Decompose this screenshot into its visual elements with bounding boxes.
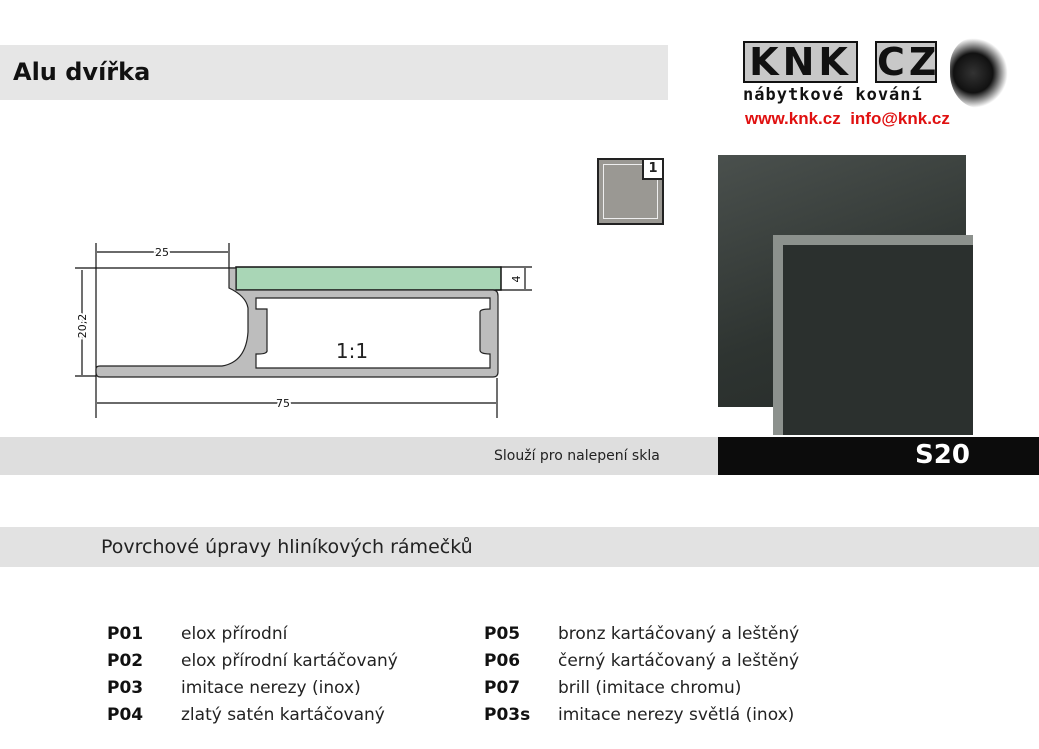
finish-code: P06: [484, 651, 521, 671]
dim-top: 25: [155, 246, 169, 259]
logo-cz-mark: CZ: [875, 40, 941, 84]
finish-item: P02 elox přírodní kartáčovaný: [107, 651, 398, 671]
finish-name: černý kartáčovaný a leštěný: [558, 651, 800, 671]
photo-frame-detail: [773, 235, 973, 435]
glass-panel: [235, 266, 502, 291]
email-link[interactable]: info@knk.cz: [850, 109, 950, 128]
title-band: [0, 45, 668, 100]
knk-logo[interactable]: KNK CZ nábytkové kování www.knk.cz info@…: [735, 33, 1013, 135]
dim-width: 75: [276, 397, 290, 410]
finish-item: P03s imitace nerezy světlá (inox): [484, 705, 794, 725]
product-caption: Slouží pro nalepení skla: [494, 448, 660, 464]
finish-name: brill (imitace chromu): [558, 678, 742, 698]
product-band: [0, 437, 718, 475]
finish-item: P05 bronz kartáčovaný a leštěný: [484, 624, 799, 644]
profile-diagram: 25 20,2 4 75 1:1: [74, 243, 532, 418]
finishes-band: [0, 527, 1039, 567]
finish-name: bronz kartáčovaný a leštěný: [558, 624, 800, 644]
dim-glass: 4: [510, 276, 523, 283]
product-photo: [718, 155, 973, 435]
dim-height: 20,2: [76, 314, 89, 339]
aluminium-profile: [95, 267, 499, 378]
swatch-number: 1: [642, 160, 662, 180]
logo-contact: www.knk.cz info@knk.cz: [745, 109, 950, 129]
logo-knk-mark: KNK: [743, 41, 858, 83]
website-link[interactable]: www.knk.cz: [745, 109, 841, 128]
finish-name: zlatý satén kartáčovaný: [181, 705, 385, 725]
finish-item: P01 elox přírodní: [107, 624, 287, 644]
logo-subtitle: nábytkové kování: [743, 85, 923, 105]
finish-code: P04: [107, 705, 144, 725]
product-code-band: [718, 437, 1039, 475]
page-title: Alu dvířka: [13, 58, 151, 86]
product-code: S20: [915, 440, 970, 470]
swatch-inner: [603, 164, 658, 219]
finish-code: P01: [107, 624, 144, 644]
finish-name: elox přírodní: [181, 624, 288, 644]
finish-item: P06 černý kartáčovaný a leštěný: [484, 651, 799, 671]
finish-item: P04 zlatý satén kartáčovaný: [107, 705, 385, 725]
finish-code: P03s: [484, 705, 531, 725]
finish-name: imitace nerezy světlá (inox): [558, 705, 795, 725]
finish-code: P05: [484, 624, 521, 644]
finishes-title: Povrchové úpravy hliníkových rámečků: [101, 536, 473, 558]
finish-code: P03: [107, 678, 144, 698]
finish-name: elox přírodní kartáčovaný: [181, 651, 398, 671]
finish-name: imitace nerezy (inox): [181, 678, 361, 698]
scale-label: 1:1: [336, 339, 368, 363]
profile-swatch: 1: [597, 158, 664, 225]
finish-code: P07: [484, 678, 521, 698]
logo-face-image: [950, 38, 1008, 108]
finish-item: P03 imitace nerezy (inox): [107, 678, 361, 698]
finish-code: P02: [107, 651, 144, 671]
finish-item: P07 brill (imitace chromu): [484, 678, 741, 698]
